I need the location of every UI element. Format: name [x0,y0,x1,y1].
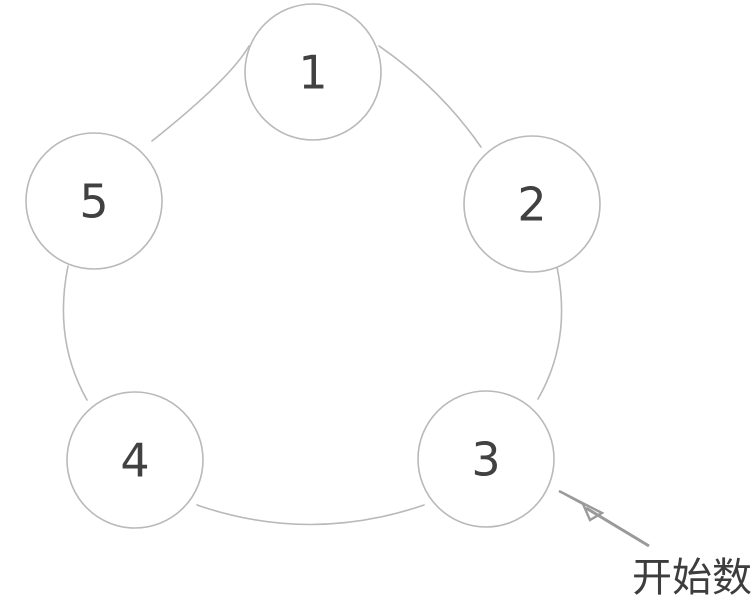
link-1-to-2 [378,45,482,148]
start-count-annotation: 开始数 [632,555,751,601]
arrow-shaft-line [585,506,650,548]
node-5[interactable]: 5 [25,132,163,270]
link-5-to-1 [151,45,250,142]
node-2-label: 2 [517,178,546,232]
arrow-head-icon [558,489,605,522]
node-1-label: 1 [298,46,327,100]
link-group [62,45,563,526]
node-3[interactable]: 3 [417,390,555,528]
node-4-label: 4 [120,434,149,488]
link-2-to-3 [537,266,563,400]
link-4-to-5 [62,265,88,401]
start-pointer-arrow [558,489,650,548]
node-5-label: 5 [79,175,108,229]
node-5-circle[interactable] [25,132,163,270]
node-4[interactable]: 4 [66,391,204,529]
node-1[interactable]: 1 [244,3,382,141]
link-3-to-4 [196,504,425,526]
node-2-circle[interactable] [463,135,601,273]
node-3-circle[interactable] [417,390,555,528]
node-4-circle[interactable] [66,391,204,529]
node-1-circle[interactable] [244,3,382,141]
node-3-label: 3 [471,433,500,487]
node-2[interactable]: 2 [463,135,601,273]
